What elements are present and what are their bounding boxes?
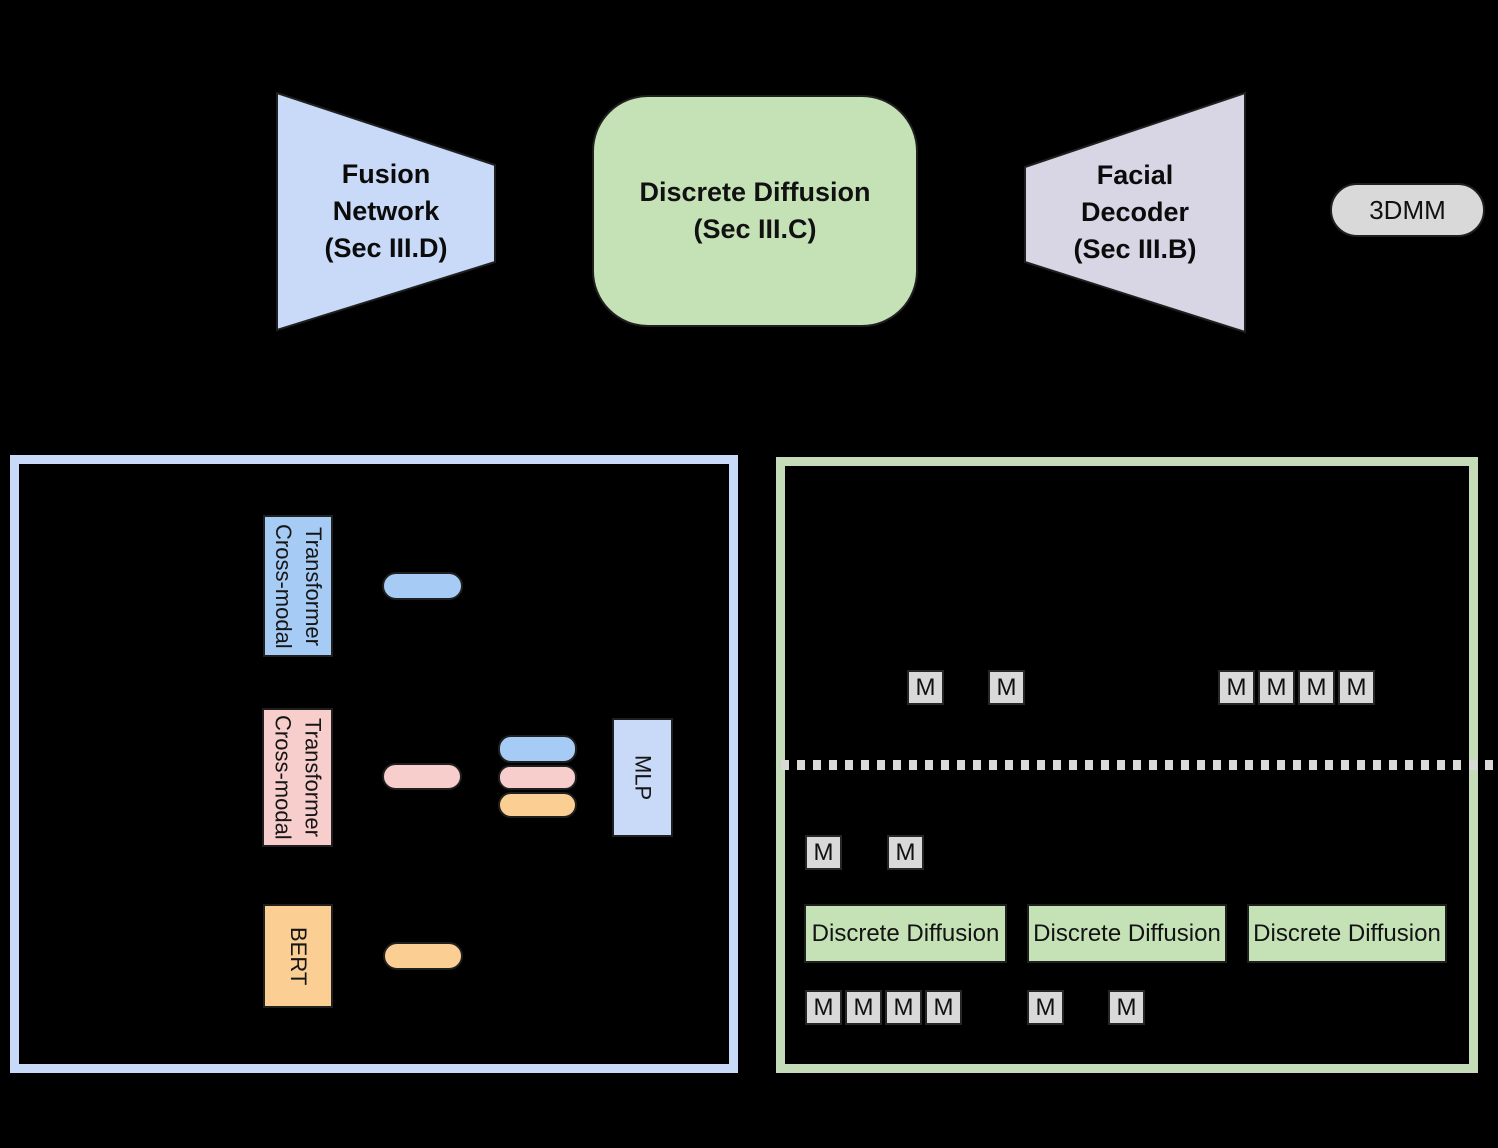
stacked-audio-pill	[498, 735, 577, 763]
mask-token: M	[1298, 670, 1335, 705]
mlp-block: MLP	[612, 718, 673, 837]
cross-modal-transformer-text-block: Cross-modal Transformer	[262, 708, 333, 847]
stacked-text-pill	[498, 765, 577, 790]
discrete-diffusion-block: Discrete Diffusion (Sec III.C)	[592, 95, 918, 327]
mask-token: M	[1027, 990, 1064, 1025]
mask-token: M	[925, 990, 962, 1025]
facial-decoder-trapezoid	[1024, 91, 1246, 334]
mask-token: M	[845, 990, 882, 1025]
mask-token: M	[1108, 990, 1145, 1025]
mask-token: M	[805, 990, 842, 1025]
mask-token: M	[988, 670, 1025, 705]
facial-decoder-label: Facial Decoder (Sec III.B)	[1073, 160, 1197, 264]
fusion-network-trapezoid	[276, 91, 496, 332]
three-dmm-pill: 3DMM	[1330, 183, 1485, 237]
cross-modal-transformer-audio-block-label: Cross-modal Transformer	[271, 523, 326, 649]
fusion-network-label: Fusion Network (Sec III.D)	[324, 159, 448, 263]
fusion-network-detail-panel	[10, 455, 738, 1073]
mask-token: M	[805, 835, 842, 870]
bert-block-label: BERT	[286, 926, 311, 986]
cross-modal-transformer-text-block-label: Cross-modal Transformer	[270, 715, 326, 840]
mask-token: M	[1258, 670, 1295, 705]
text-embedding-pill	[382, 763, 462, 790]
cross-modal-transformer-audio-block: Cross-modal Transformer	[263, 515, 333, 657]
mask-token: M	[887, 835, 924, 870]
audio-embedding-pill	[382, 572, 463, 600]
mask-token: M	[1218, 670, 1255, 705]
discrete-diffusion-step-box: Discrete Diffusion	[1247, 904, 1447, 963]
stacked-bert-pill	[498, 792, 577, 818]
discrete-diffusion-step-box: Discrete Diffusion	[804, 904, 1007, 963]
mask-token: M	[885, 990, 922, 1025]
mask-token: M	[1338, 670, 1375, 705]
mlp-block-label: MLP	[630, 754, 656, 801]
bert-block: BERT	[263, 904, 333, 1008]
dashed-separator-line	[781, 760, 1498, 770]
discrete-diffusion-step-box: Discrete Diffusion	[1027, 904, 1227, 963]
bert-embedding-pill	[383, 942, 463, 970]
mask-token: M	[907, 670, 944, 705]
